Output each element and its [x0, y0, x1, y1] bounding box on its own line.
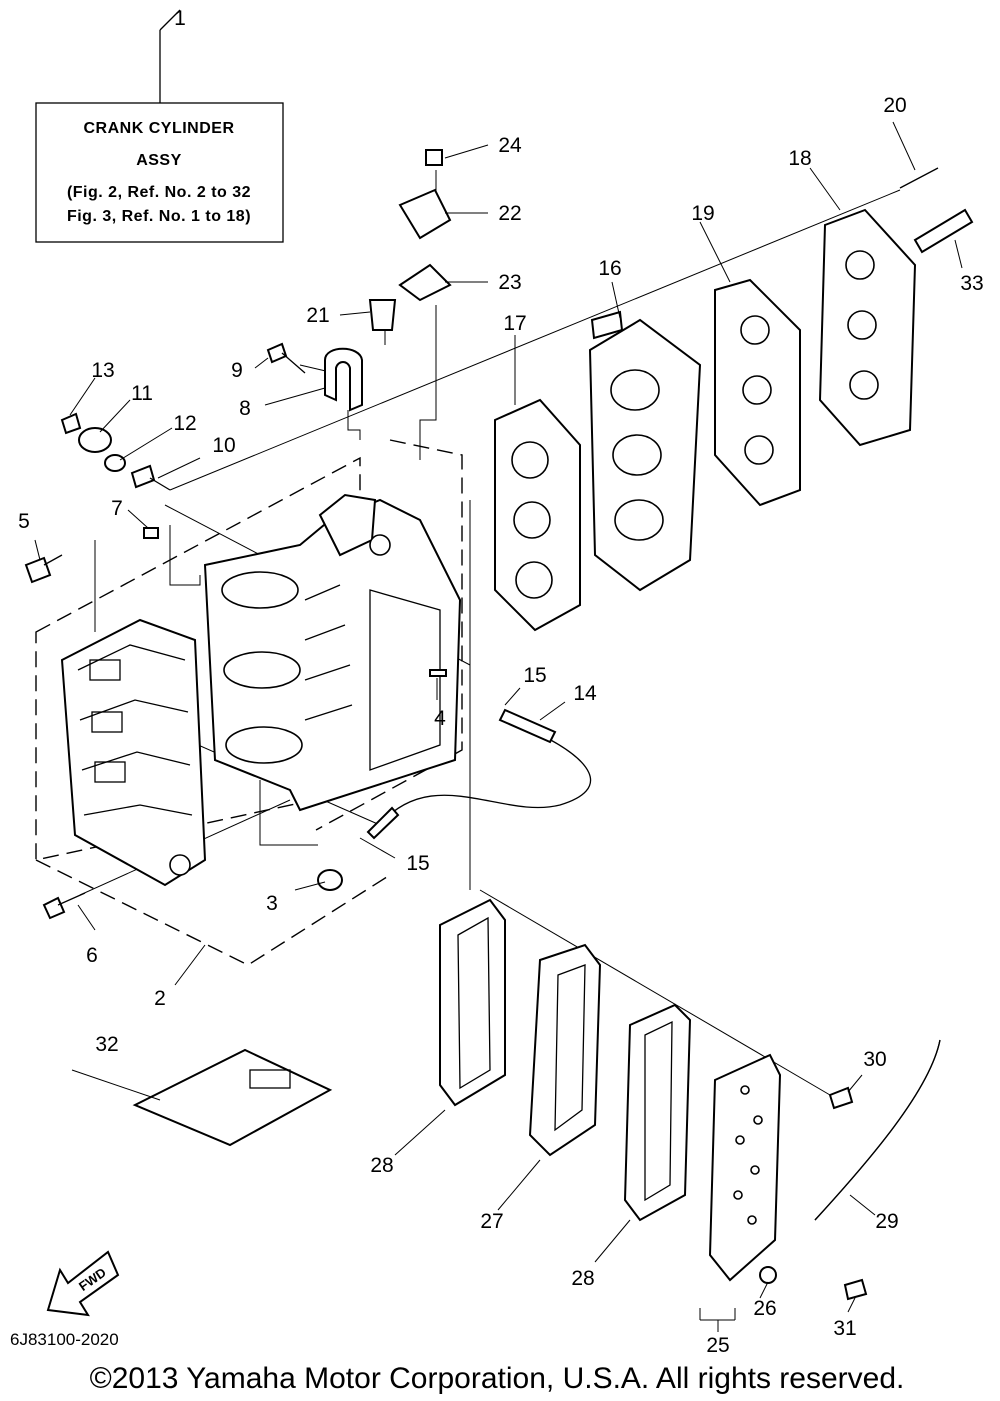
- callout-20: 20: [883, 94, 906, 117]
- title-line-4: Fig. 3, Ref. No. 1 to 18): [67, 208, 251, 225]
- callout-9: 9: [231, 359, 243, 382]
- copyright-notice: ©2013 Yamaha Motor Corporation, U.S.A. A…: [90, 1362, 905, 1395]
- crankcase-body: [60, 618, 207, 887]
- callout-4: 4: [434, 707, 446, 730]
- callout-6: 6: [86, 944, 98, 967]
- callout-1: 1: [174, 7, 186, 30]
- exhaust-outer-cover-25: [708, 1053, 782, 1282]
- callout-11: 11: [131, 382, 153, 405]
- callout-15-lower: 15: [406, 852, 429, 875]
- callout-7: 7: [111, 497, 123, 520]
- exhaust-gasket-28-upper: [439, 898, 506, 1107]
- callout-24: 24: [498, 134, 522, 157]
- hardware: [24, 149, 974, 1301]
- callout-5: 5: [18, 510, 30, 533]
- cylinder-head-16: [588, 310, 702, 592]
- base-gasket-32: [132, 1048, 333, 1147]
- callout-19: 19: [691, 202, 714, 225]
- assembly-axis-lines: [79, 170, 901, 1096]
- callout-30: 30: [863, 1048, 886, 1071]
- callout-12: 12: [173, 412, 196, 435]
- callout-18: 18: [788, 147, 811, 170]
- callout-25: 25: [706, 1334, 729, 1357]
- drawing-code: 6J83100-2020: [10, 1330, 119, 1349]
- callout-15-upper: 15: [523, 664, 546, 687]
- cylinder-block: [203, 493, 462, 812]
- head-gasket-17: [494, 398, 581, 632]
- title-line-1: CRANK CYLINDER: [84, 120, 235, 137]
- callout-33: 33: [960, 272, 983, 295]
- callout-28-upper: 28: [370, 1154, 393, 1177]
- callout-3: 3: [266, 892, 278, 915]
- callout-2: 2: [154, 987, 166, 1010]
- callout-14: 14: [573, 682, 597, 705]
- exhaust-gasket-28-lower: [623, 1003, 692, 1222]
- callout-21: 21: [306, 304, 329, 327]
- callout-8: 8: [239, 397, 251, 420]
- callout-16: 16: [598, 257, 621, 280]
- callout-17: 17: [503, 312, 526, 335]
- exhaust-inner-cover-27: [528, 943, 602, 1157]
- callout-10: 10: [212, 434, 235, 457]
- forward-arrow: FWD: [46, 1250, 120, 1317]
- title-line-2: ASSY: [136, 152, 182, 169]
- title-line-3: (Fig. 2, Ref. No. 2 to 32: [67, 184, 251, 201]
- callout-31: 31: [833, 1317, 856, 1340]
- callout-32: 32: [95, 1033, 118, 1056]
- callout-26: 26: [753, 1297, 776, 1320]
- callout-28-lower: 28: [571, 1267, 594, 1290]
- head-cover-gasket-19: [714, 278, 801, 507]
- callout-27: 27: [480, 1210, 503, 1233]
- callout-numbers: 1 2 3 4 5 6 7 8 9 10 11 12 13 14 15 15 1…: [18, 7, 984, 1357]
- callout-13: 13: [91, 359, 114, 382]
- callout-22: 22: [498, 202, 521, 225]
- callout-23: 23: [498, 271, 521, 294]
- title-box: CRANK CYLINDER ASSY (Fig. 2, Ref. No. 2 …: [35, 9, 284, 243]
- head-cover-18: [818, 208, 917, 447]
- hose-14: [366, 708, 592, 840]
- callout-29: 29: [875, 1210, 898, 1233]
- callout-leaders: [34, 121, 963, 1332]
